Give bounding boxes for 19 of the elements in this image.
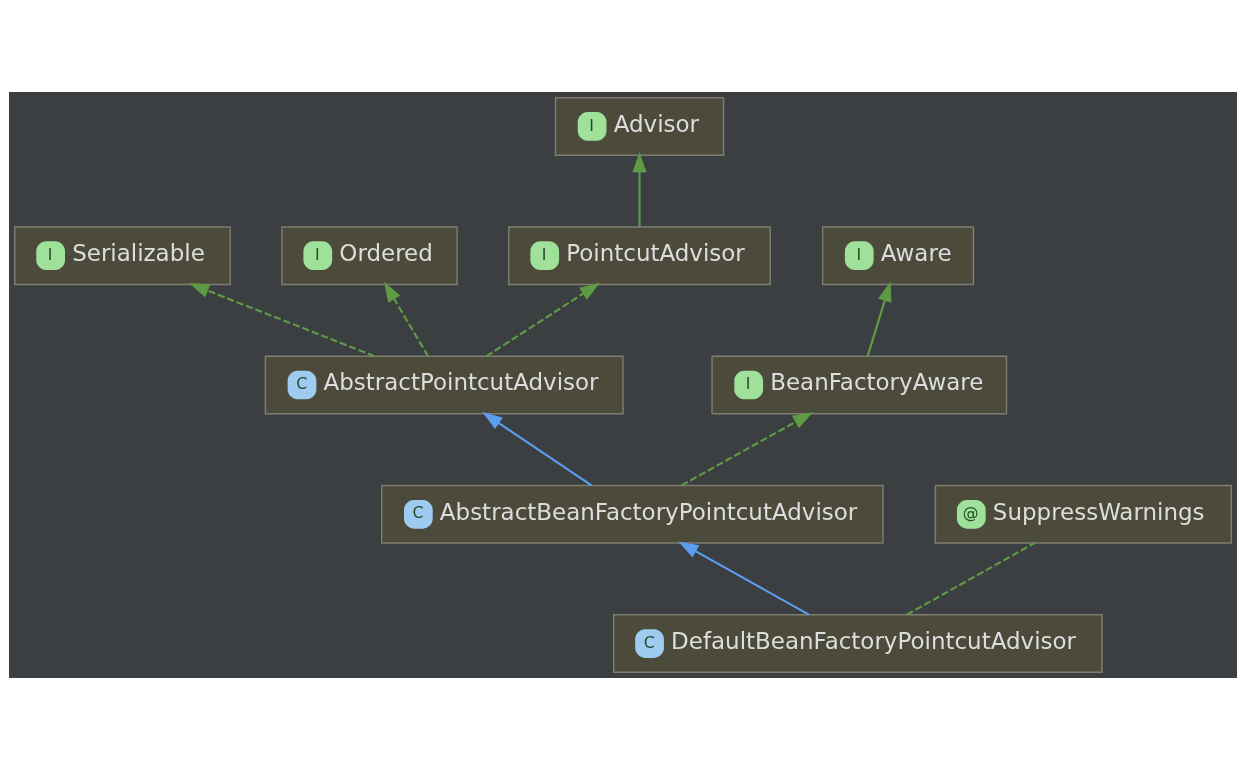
node-box: I Serializable: [14, 226, 231, 286]
node-box: C DefaultBeanFactoryPointcutAdvisor: [612, 614, 1103, 673]
connector: [906, 542, 1035, 616]
arrow: [486, 282, 600, 358]
arrow: [384, 281, 429, 357]
arrow: [189, 283, 375, 358]
node-box: I Aware: [821, 226, 975, 286]
node-box: C AbstractPointcutAdvisor: [264, 355, 624, 415]
arrow: [678, 541, 810, 616]
node-box: I Advisor: [554, 97, 725, 156]
node-box: C AbstractBeanFactoryPointcutAdvisor: [381, 484, 884, 544]
arrow: [482, 412, 593, 487]
node-box: @ SuppressWarnings: [934, 484, 1232, 544]
node-box: I PointcutAdvisor: [508, 226, 771, 286]
arrow: [632, 152, 647, 227]
arrow: [681, 412, 813, 487]
node-box: I Ordered: [281, 226, 458, 286]
node-box: I BeanFactoryAware: [711, 355, 1008, 415]
arrow: [866, 281, 892, 357]
